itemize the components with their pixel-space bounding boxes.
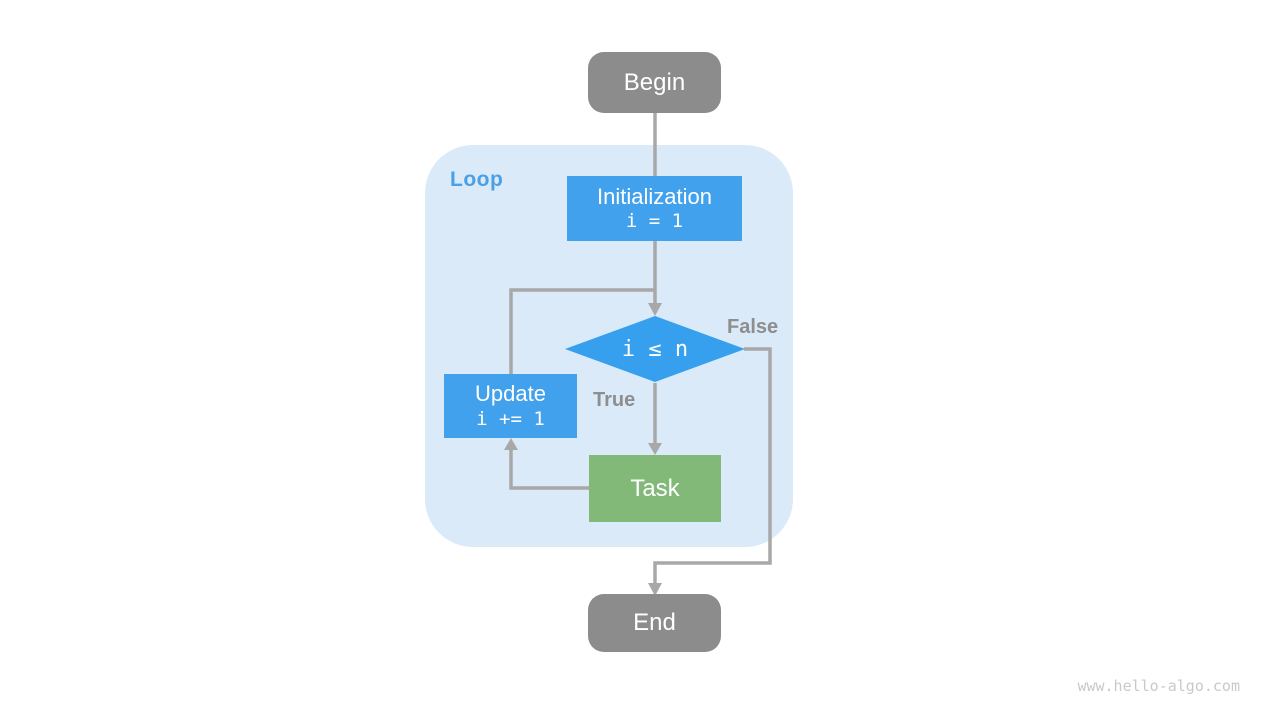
edge-condition-to-end (653, 347, 772, 583)
arrowhead-condition-top (648, 303, 662, 316)
begin-label: Begin (623, 68, 686, 96)
update-label: Update (475, 381, 546, 407)
node-begin: Begin (588, 52, 721, 113)
edge-update-loopback (509, 288, 655, 375)
edge-task-to-update (509, 450, 589, 490)
node-task: Task (589, 455, 721, 522)
initialization-code: i = 1 (625, 210, 684, 233)
node-end: End (588, 594, 721, 652)
node-initialization: Initialization i = 1 (567, 176, 742, 241)
condition-label: i ≤ n (621, 336, 689, 362)
update-code: i += 1 (476, 407, 545, 430)
end-label: End (633, 609, 676, 636)
edge-label-true: True (593, 389, 636, 411)
arrowhead-task-top (648, 443, 662, 455)
loop-label: Loop (450, 168, 504, 191)
watermark: www.hello-algo.com (1077, 677, 1240, 695)
initialization-label: Initialization (597, 183, 712, 209)
node-update: Update i += 1 (444, 374, 577, 438)
arrowhead-update-bottom (504, 438, 518, 450)
edge-label-false: False (727, 316, 779, 338)
task-label: Task (630, 474, 680, 502)
arrowhead-end-top (648, 583, 662, 596)
